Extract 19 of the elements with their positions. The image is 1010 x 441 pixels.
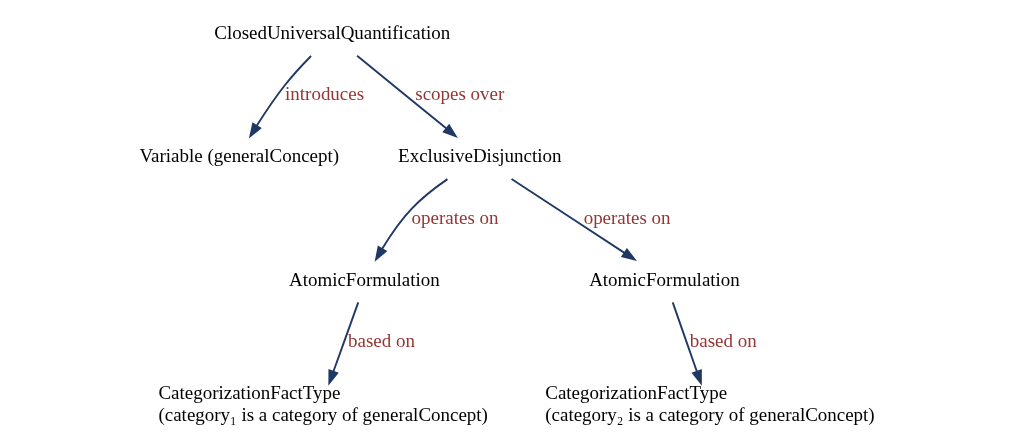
edge-label: based on bbox=[347, 330, 415, 352]
arrow bbox=[374, 178, 448, 262]
node-text: Variable (generalConcept) bbox=[138, 145, 339, 167]
node-text: CategorizationFactType (category₁ is a category of generalConcept) bbox=[157, 382, 488, 425]
arrow bbox=[248, 55, 312, 139]
node-text: ClosedUniversalQuantification bbox=[213, 21, 450, 43]
arrow bbox=[327, 301, 359, 386]
node-text: ExclusiveDisjunction bbox=[397, 145, 561, 167]
edge-label: introduces bbox=[284, 83, 364, 105]
node-text: AtomicFormulation bbox=[288, 268, 440, 290]
node-text: AtomicFormulation bbox=[588, 268, 740, 290]
edge-label: based on bbox=[689, 330, 757, 352]
arrow bbox=[671, 301, 702, 386]
node-text: CategorizationFactType (category₂ is a category of generalConcept) bbox=[544, 382, 875, 425]
edge-label: scopes over bbox=[414, 83, 504, 105]
edge-label: operates on bbox=[583, 206, 671, 228]
edge-label: operates on bbox=[411, 206, 499, 228]
arrow bbox=[355, 54, 458, 138]
arrow bbox=[510, 178, 637, 262]
